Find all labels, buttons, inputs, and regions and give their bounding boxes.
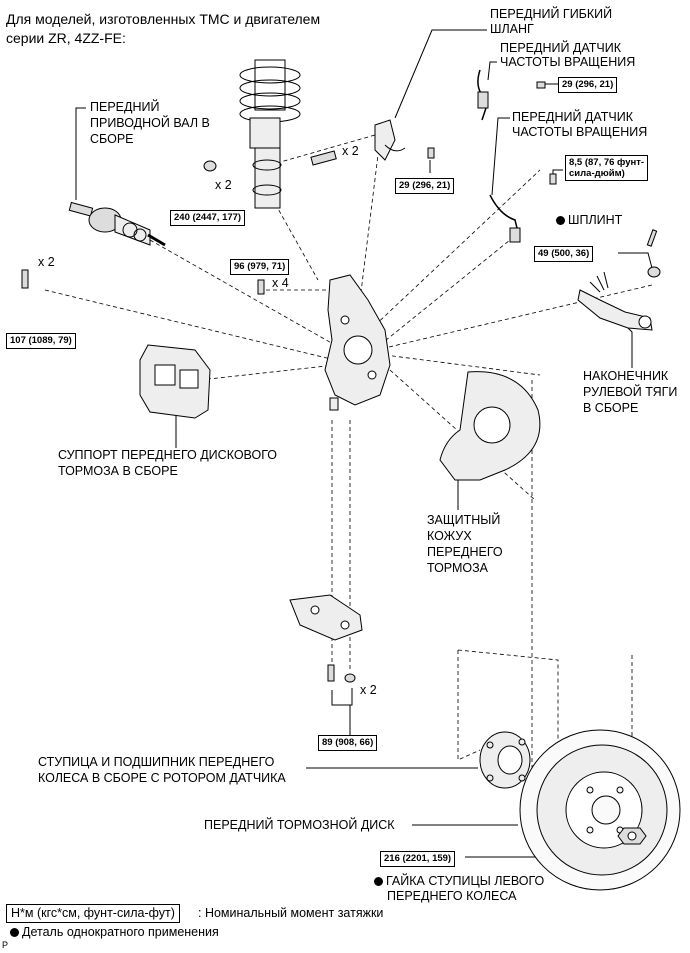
label-cotter-pin: ШПЛИНТ xyxy=(556,213,622,228)
bolt-flex-hose xyxy=(427,147,435,159)
torque-216-hub-nut: 216 (2201, 159) xyxy=(380,851,456,867)
label-tie-rod-1: НАКОНЕЧНИК xyxy=(583,369,669,383)
leader-49 xyxy=(618,252,653,269)
bolt-knuckle xyxy=(257,279,265,295)
label-speed-sensor-b-1: ПЕРЕДНИЙ ДАТЧИК xyxy=(512,110,633,124)
corner-mark: P xyxy=(2,940,9,950)
leader-drive-shaft xyxy=(75,107,86,200)
count-caliper-bolts: x 2 xyxy=(38,255,55,269)
legend-one-time: Деталь однократного применения xyxy=(10,925,219,940)
brake-disc-illustration xyxy=(519,729,681,891)
label-shield-2: КОЖУХ xyxy=(427,529,472,543)
speed-sensor-upper-illustration xyxy=(477,69,489,121)
lower-arm-illustration xyxy=(289,594,363,641)
tie-rod-illustration xyxy=(577,271,653,331)
label-hub-1: СТУПИЦА И ПОДШИПНИК ПЕРЕДНЕГО xyxy=(38,755,275,769)
label-shield-4: ТОРМОЗА xyxy=(427,561,489,575)
drive-shaft-illustration xyxy=(68,201,166,247)
label-brake-disc: ПЕРЕДНИЙ ТОРМОЗНОЙ ДИСК xyxy=(204,818,395,832)
nut-strut xyxy=(203,160,217,172)
legend-torque-text: : Номинальный момент затяжки xyxy=(198,906,384,920)
bolt-strut-upper xyxy=(310,150,337,166)
torque-85-line-2: сила-дюйм) xyxy=(569,168,625,179)
count-strut-bolts: x 2 xyxy=(342,144,359,158)
label-drive-shaft-3: СБОРЕ xyxy=(90,132,134,146)
label-drive-shaft-1: ПЕРЕДНИЙ xyxy=(90,100,160,114)
bolt-lower-arm xyxy=(327,664,335,682)
count-lower-arm: x 2 xyxy=(360,683,377,697)
label-shield-3: ПЕРЕДНЕГО xyxy=(427,545,503,559)
label-caliper-2: ТОРМОЗА В СБОРЕ xyxy=(58,464,178,478)
label-flex-hose-1: ПЕРЕДНИЙ ГИБКИЙ xyxy=(490,7,613,21)
torque-107-caliper: 107 (1089, 79) xyxy=(6,333,76,349)
strut-spring-illustration xyxy=(239,59,301,209)
brake-shield-illustration xyxy=(439,371,541,481)
label-shield-1: ЗАЩИТНЫЙ xyxy=(427,513,501,527)
leader-tie-rod xyxy=(621,321,633,368)
label-tie-rod-3: В СБОРЕ xyxy=(583,401,639,415)
bolt-sensor-lower xyxy=(549,173,557,185)
label-cotter-pin-text: ШПЛИНТ xyxy=(568,213,623,227)
one-time-use-icon xyxy=(556,216,565,225)
label-speed-sensor-a-1: ПЕРЕДНИЙ ДАТЧИК xyxy=(500,41,621,55)
flex-hose-illustration xyxy=(374,119,406,161)
label-drive-shaft-2: ПРИВОДНОЙ ВАЛ В xyxy=(90,116,210,130)
hub-nut-illustration xyxy=(617,827,647,845)
torque-85-sensor: 8,5 (87, 76 фунт- сила-дюйм) xyxy=(565,155,649,181)
label-flex-hose-2: ШЛАНГ xyxy=(490,22,534,36)
legend-torque-box: Н*м (кгс*см, фунт-сила-фут) xyxy=(6,904,180,923)
label-caliper-1: СУППОРТ ПЕРЕДНЕГО ДИСКОВОГО xyxy=(58,448,277,462)
castle-nut xyxy=(647,266,661,278)
leader-speed-sensor-b xyxy=(491,117,510,196)
torque-29-sensor: 29 (296, 21) xyxy=(558,77,618,93)
label-tie-rod-2: РУЛЕВОЙ ТЯГИ xyxy=(583,385,678,399)
steering-knuckle-illustration xyxy=(324,274,391,411)
hub-bearing-illustration xyxy=(479,731,531,789)
brake-caliper-illustration xyxy=(139,344,211,419)
label-hub-2: КОЛЕСА В СБОРЕ С РОТОРОМ ДАТЧИКА xyxy=(38,771,286,785)
torque-85-line-1: 8,5 (87, 76 фунт- xyxy=(569,157,645,168)
header-line-2: серии ZR, 4ZZ-FE: xyxy=(6,30,126,46)
label-speed-sensor-a-2: ЧАСТОТЫ ВРАЩЕНИЯ xyxy=(500,55,636,69)
bolt-caliper xyxy=(21,269,29,289)
label-hub-nut-2: ПЕРЕДНЕГО КОЛЕСА xyxy=(387,889,517,903)
label-hub-nut-1: ГАЙКА СТУПИЦЫ ЛЕВОГО xyxy=(374,874,544,889)
leader-flex-hose xyxy=(394,29,487,119)
header-line-1: Для моделей, изготовленных ТМС и двигате… xyxy=(6,11,321,27)
leader-89 xyxy=(331,688,353,735)
count-knuckle-bolts: x 4 xyxy=(272,276,289,290)
one-time-use-icon xyxy=(374,877,383,886)
one-time-use-icon xyxy=(10,928,19,937)
speed-sensor-lower-illustration xyxy=(489,194,521,243)
cotter-pin xyxy=(646,229,658,247)
label-speed-sensor-b-2: ЧАСТОТЫ ВРАЩЕНИЯ xyxy=(512,125,648,139)
bolt-sensor-upper xyxy=(536,81,546,89)
count-strut-nuts: x 2 xyxy=(215,178,232,192)
torque-89-lower-arm: 89 (908, 66) xyxy=(318,735,378,751)
torque-96-knuckle: 96 (979, 71) xyxy=(230,259,290,275)
legend-one-time-text: Деталь однократного применения xyxy=(22,925,219,939)
leader-speed-sensor-a xyxy=(487,61,497,81)
torque-29-flex-hose: 29 (296, 21) xyxy=(395,178,455,194)
torque-49-tie-rod: 49 (500, 36) xyxy=(534,246,594,262)
label-hub-nut-text: ГАЙКА СТУПИЦЫ ЛЕВОГО xyxy=(386,874,545,888)
nut-lower-arm xyxy=(344,673,356,683)
torque-240-strut: 240 (2447, 177) xyxy=(170,210,246,226)
